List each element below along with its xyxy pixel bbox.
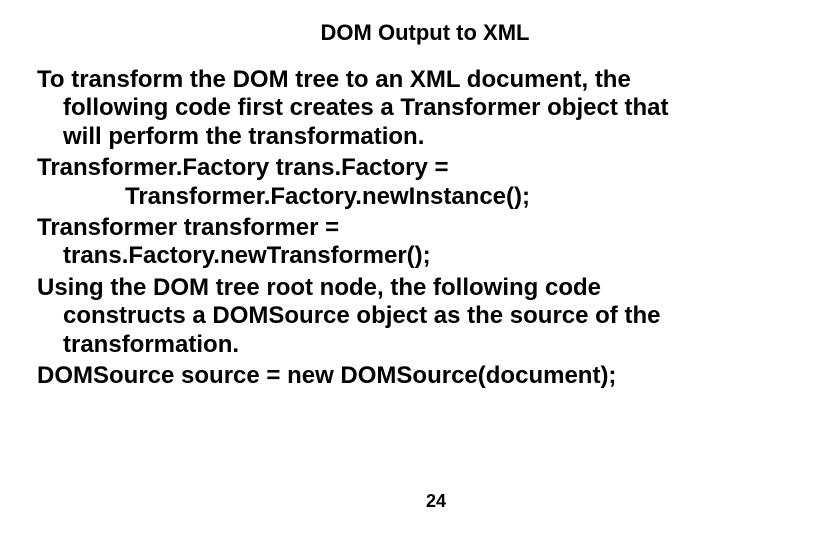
code-line: Transformer transformer =	[37, 214, 340, 242]
paragraph-transformer-factory-code: Transformer.Factory trans.Factory = Tran…	[37, 154, 827, 211]
slide-body: To transform the DOM tree to an XML docu…	[37, 66, 827, 390]
slide-title: DOM Output to XML	[320, 20, 530, 45]
code-line: trans.Factory.newTransformer();	[63, 242, 431, 270]
paragraph-transformer-code: Transformer transformer = trans.Factory.…	[37, 214, 827, 271]
text-line: constructs a DOMSource object as the sou…	[63, 302, 661, 330]
paragraph-domsource-description: Using the DOM tree root node, the follow…	[37, 274, 827, 359]
text-line: To transform the DOM tree to an XML docu…	[37, 66, 631, 93]
code-line: DOMSource source = new DOMSource(documen…	[37, 362, 617, 390]
text-line: following code first creates a Transform…	[63, 94, 669, 122]
code-line: Transformer.Factory.newInstance();	[125, 182, 530, 210]
code-line: Transformer.Factory trans.Factory =	[37, 154, 449, 182]
paragraph-domsource-code: DOMSource source = new DOMSource(documen…	[37, 362, 827, 390]
text-line: Using the DOM tree root node, the follow…	[37, 273, 601, 301]
page-number: 24	[425, 491, 447, 511]
text-line: will perform the transformation.	[63, 122, 425, 150]
text-line: transformation.	[63, 330, 240, 358]
paragraph-intro: To transform the DOM tree to an XML docu…	[37, 66, 827, 151]
